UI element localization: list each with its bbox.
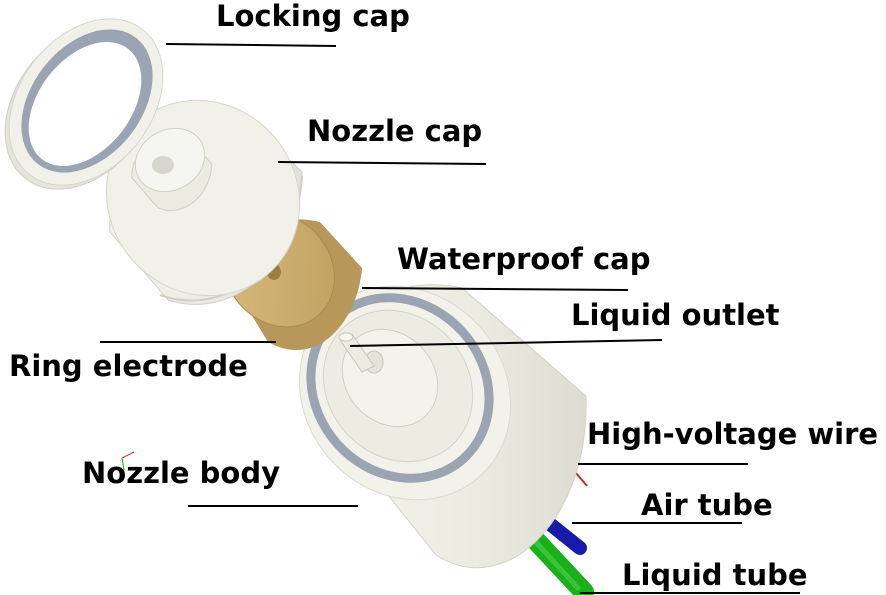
label-nozzle-cap: Nozzle cap: [307, 114, 483, 148]
label-high-voltage-wire: High-voltage wire: [587, 417, 879, 451]
locking-cap-part: [4, 18, 164, 190]
label-liquid-tube: Liquid tube: [622, 558, 808, 592]
label-air-tube: Air tube: [641, 488, 773, 522]
label-nozzle-body: Nozzle body: [82, 456, 281, 490]
leader-liquid-outlet: [349, 339, 663, 347]
axis-marker: [121, 451, 135, 471]
leader-waterproof-cap: [361, 287, 629, 291]
label-liquid-outlet: Liquid outlet: [571, 298, 780, 332]
label-ring-electrode: Ring electrode: [9, 349, 248, 383]
label-locking-cap: Locking cap: [216, 0, 410, 33]
leader-nozzle-cap: [277, 161, 487, 165]
nozzle-cap-part: [105, 99, 303, 305]
liquid-outlet-part: [338, 332, 375, 373]
leader-locking-cap: [165, 43, 337, 47]
leader-lines: [100, 43, 800, 594]
label-waterproof-cap: Waterproof cap: [397, 242, 651, 276]
